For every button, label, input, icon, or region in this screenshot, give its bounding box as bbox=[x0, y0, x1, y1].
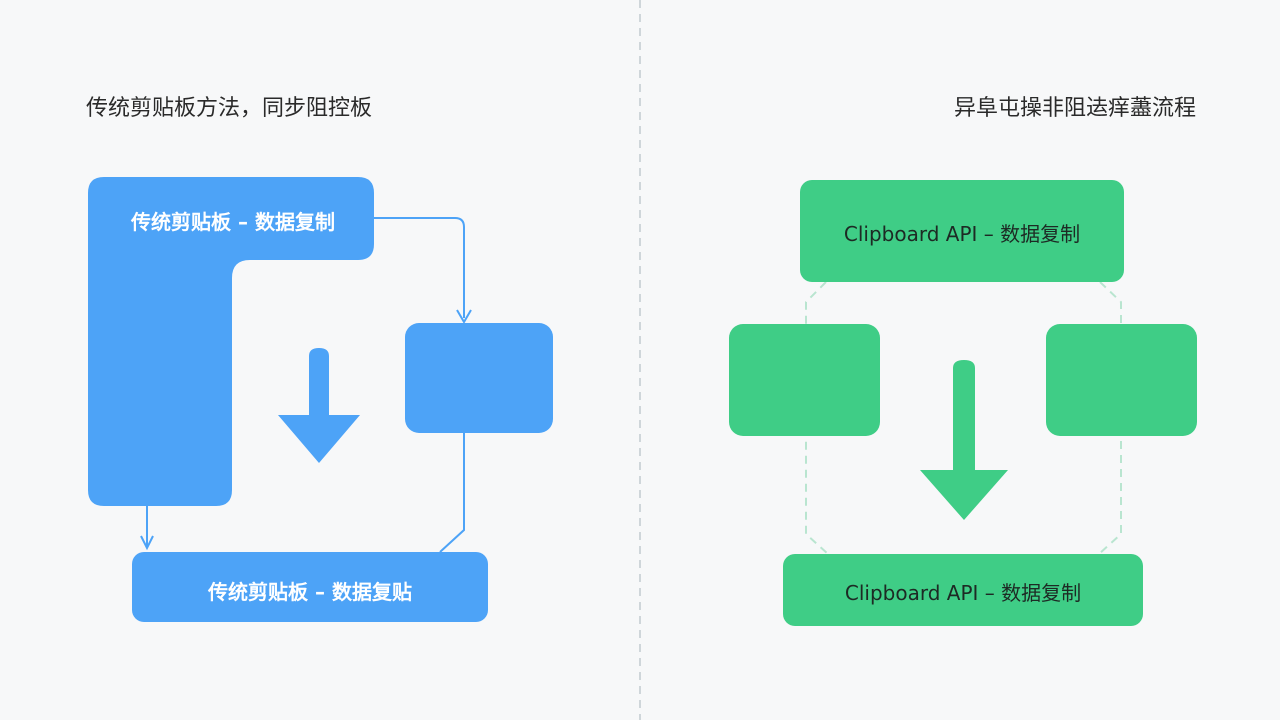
right-down-arrow-icon bbox=[920, 360, 1008, 520]
right-right-box bbox=[1046, 324, 1197, 436]
left-connector-top bbox=[374, 217, 465, 318]
left-down-arrow-icon bbox=[278, 348, 360, 463]
left-connector-top-arrowhead-icon bbox=[456, 309, 472, 324]
left-connector-bottom-arrowhead-icon bbox=[140, 535, 154, 551]
right-panel-title: 异阜屯操非阻迲痒藎流程 bbox=[953, 96, 1196, 121]
left-connector-right bbox=[439, 433, 465, 553]
left-side-box bbox=[405, 323, 553, 433]
left-paste-block bbox=[132, 552, 488, 622]
left-paste-label: 传统剪贴板 – 数据复贴 bbox=[208, 580, 412, 604]
right-top-label: Clipboard API – 数据复制 bbox=[843, 222, 1081, 246]
right-bottom-label: Clipboard API – 数据复制 bbox=[844, 581, 1082, 605]
right-top-block bbox=[800, 180, 1124, 282]
left-panel-title: 传统剪贴板方法，同步阻控板 bbox=[86, 96, 373, 121]
left-copy-block bbox=[88, 177, 374, 506]
right-left-box bbox=[729, 324, 880, 436]
right-bottom-block bbox=[783, 554, 1143, 626]
left-copy-label: 传统剪贴板 – 数据复制 bbox=[131, 210, 335, 234]
